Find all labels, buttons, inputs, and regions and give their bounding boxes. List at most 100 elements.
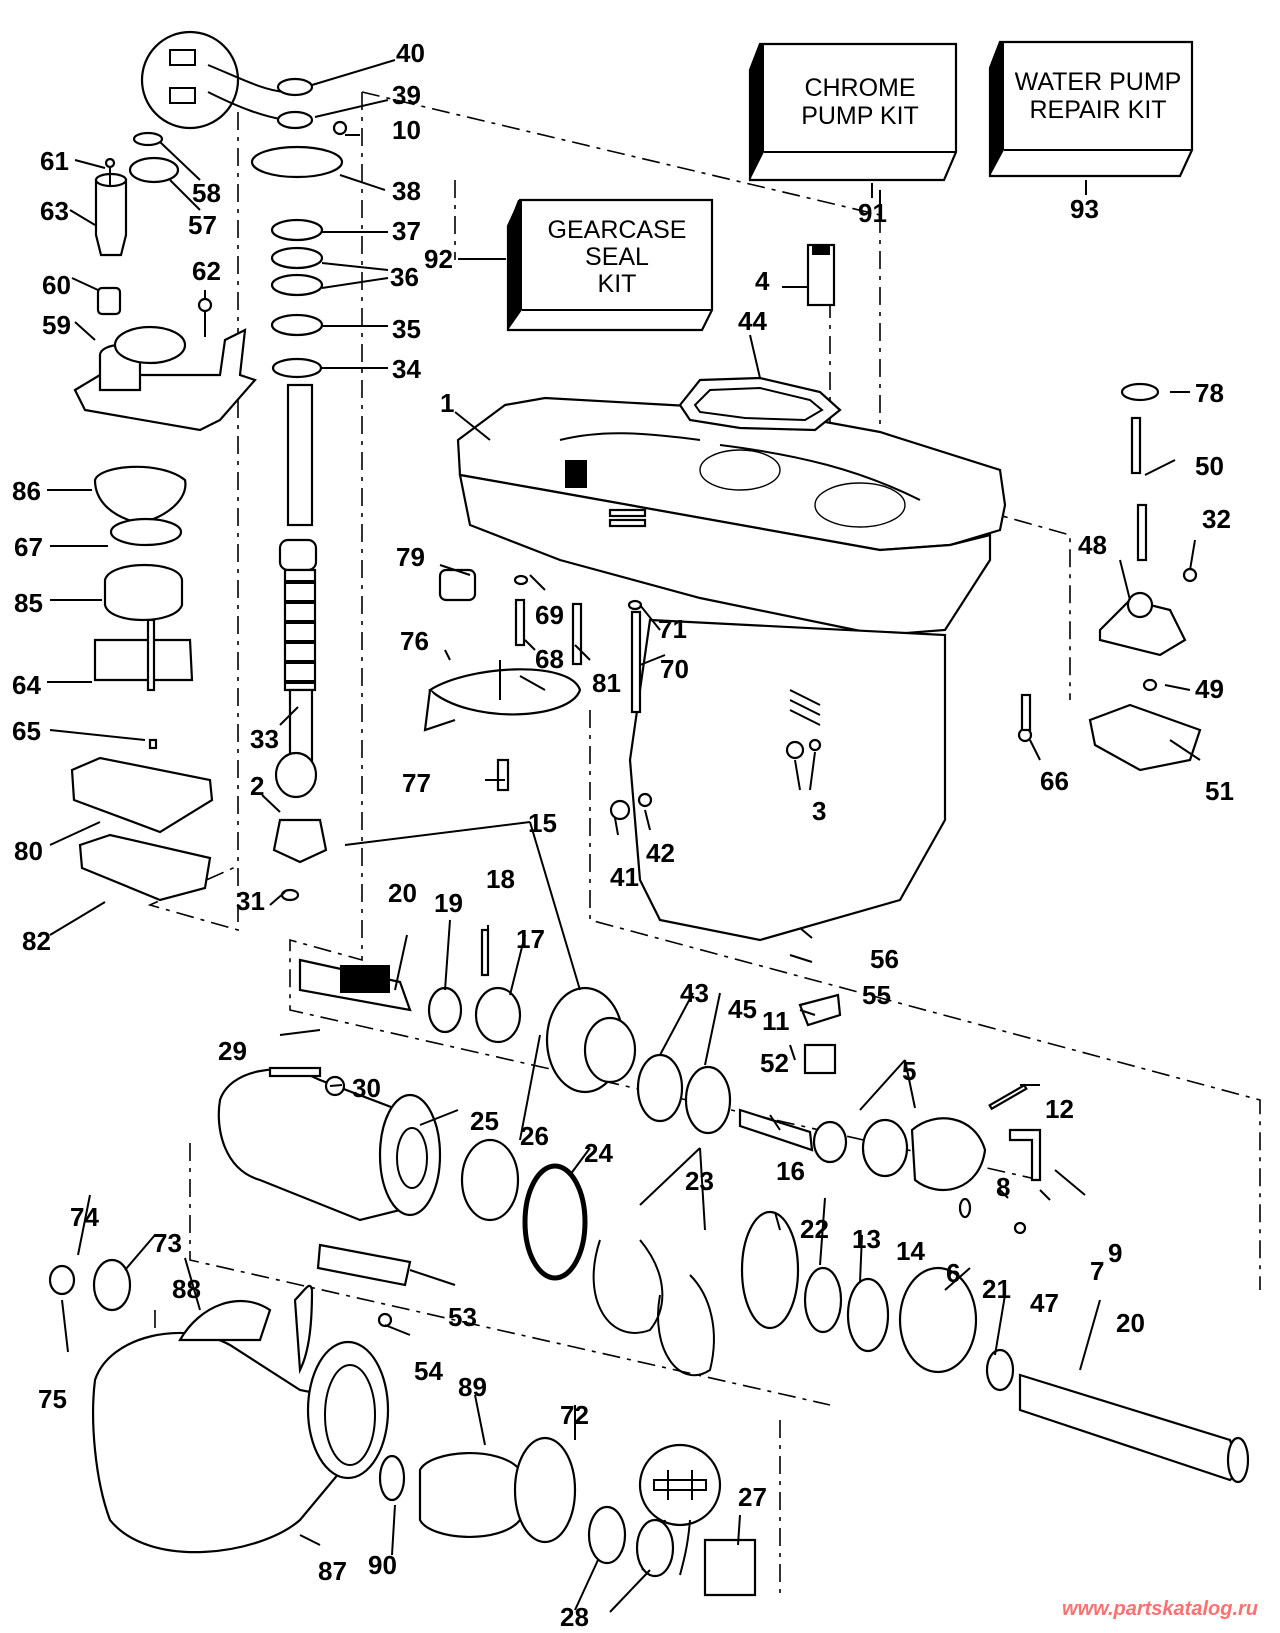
part-label-1: 1 — [440, 388, 454, 418]
part-label-93: 93 — [1070, 194, 1099, 224]
part-label-68: 68 — [535, 644, 564, 674]
part-label-56: 56 — [870, 944, 899, 974]
kit-text: PUMP KIT — [801, 102, 919, 130]
part-label-92: 92 — [424, 244, 453, 274]
part-label-29: 29 — [218, 1036, 247, 1066]
part-label-33: 33 — [250, 724, 279, 754]
part-label-78: 78 — [1195, 378, 1224, 408]
part-label-12: 12 — [1045, 1094, 1074, 1124]
part-label-53: 53 — [448, 1302, 477, 1332]
kit-box-chrome-pump: CHROME PUMP KIT — [748, 42, 958, 198]
kit-text: KIT — [598, 270, 637, 298]
part-label-45: 45 — [728, 994, 757, 1024]
part-label-66: 66 — [1040, 766, 1069, 796]
part-label-4: 4 — [755, 266, 770, 296]
kit-box-gearcase-seal: GEARCASE SEAL KIT — [458, 198, 714, 332]
part-label-87: 87 — [318, 1556, 347, 1586]
part-label-86: 86 — [12, 476, 41, 506]
part-label-85: 85 — [14, 588, 43, 618]
kit-box-water-pump-repair: WATER PUMP REPAIR KIT — [988, 40, 1194, 195]
part-label-23: 23 — [685, 1166, 714, 1196]
part-label-34: 34 — [392, 354, 421, 384]
kit-text: REPAIR KIT — [1029, 96, 1166, 124]
gearcase-housing — [456, 396, 1007, 942]
part-label-37: 37 — [392, 216, 421, 246]
part-label-79: 79 — [396, 542, 425, 572]
water-tube-parts — [94, 131, 213, 337]
part-label-20: 20 — [388, 878, 417, 908]
seal-stack — [250, 77, 348, 902]
drive-shaft — [278, 383, 318, 762]
part-label-40: 40 — [396, 38, 425, 68]
part-label-80: 80 — [14, 836, 43, 866]
top-gasket-and-filter — [678, 243, 842, 432]
part-label-42: 42 — [646, 838, 675, 868]
leader-lines — [47, 59, 1201, 1613]
part-label-22: 22 — [800, 1214, 829, 1244]
part-label-13: 13 — [852, 1224, 881, 1254]
part-label-2: 2 — [250, 771, 264, 801]
part-label-59: 59 — [42, 310, 71, 340]
part-label-28: 28 — [560, 1602, 589, 1632]
shift-rod-parts — [1017, 382, 1202, 772]
part-label-50: 50 — [1195, 451, 1224, 481]
part-label-48: 48 — [1078, 530, 1107, 560]
part-label-76: 76 — [400, 626, 429, 656]
part-label-57: 57 — [188, 210, 217, 240]
part-label-41: 41 — [610, 862, 639, 892]
part-label-15: 15 — [528, 808, 557, 838]
part-label-6: 6 — [946, 1258, 960, 1288]
kit-text: SEAL — [585, 243, 649, 271]
propeller-assembly — [48, 1258, 757, 1597]
part-label-61: 61 — [40, 146, 69, 176]
bearing-housing — [217, 1066, 1250, 1484]
impeller-stack — [70, 465, 214, 902]
part-label-72: 72 — [560, 1400, 589, 1430]
part-label-65: 65 — [12, 716, 41, 746]
part-label-82: 82 — [22, 926, 51, 956]
part-label-20b: 20 — [1116, 1308, 1145, 1338]
part-label-27: 27 — [738, 1482, 767, 1512]
part-label-55: 55 — [862, 980, 891, 1010]
part-label-39: 39 — [392, 80, 421, 110]
part-label-18: 18 — [486, 864, 515, 894]
part-label-77: 77 — [402, 768, 431, 798]
part-label-14: 14 — [896, 1236, 925, 1266]
part-label-17: 17 — [516, 924, 545, 954]
gear-train — [298, 928, 1042, 1235]
part-label-10: 10 — [392, 115, 421, 145]
part-label-74: 74 — [70, 1202, 99, 1232]
part-label-51: 51 — [1205, 776, 1234, 806]
part-label-8: 8 — [996, 1172, 1010, 1202]
part-label-71: 71 — [658, 614, 687, 644]
part-label-26: 26 — [520, 1121, 549, 1151]
part-label-43: 43 — [680, 978, 709, 1008]
part-label-47: 47 — [1030, 1288, 1059, 1318]
kit-text: WATER PUMP — [1015, 68, 1182, 96]
part-label-44: 44 — [738, 306, 767, 336]
part-label-58: 58 — [192, 178, 221, 208]
part-label-11: 11 — [762, 1006, 790, 1036]
part-label-38: 38 — [392, 176, 421, 206]
anode-and-fasteners — [423, 568, 822, 821]
watermark-url: www.partskatalog.ru — [1062, 1598, 1258, 1620]
part-label-75: 75 — [38, 1384, 67, 1414]
kit-text: GEARCASE — [548, 216, 687, 244]
part-label-35: 35 — [392, 314, 421, 344]
part-labels: 40 39 10 38 37 36 35 34 61 58 57 63 60 6… — [12, 38, 1234, 1632]
part-label-81: 81 — [592, 668, 621, 698]
part-label-7: 7 — [1090, 1256, 1104, 1286]
part-label-67: 67 — [14, 532, 43, 562]
part-label-63: 63 — [40, 196, 69, 226]
part-label-19: 19 — [434, 888, 463, 918]
part-label-32: 32 — [1202, 504, 1231, 534]
part-label-24: 24 — [584, 1138, 613, 1168]
part-label-9: 9 — [1108, 1238, 1122, 1268]
part-label-91: 91 — [858, 198, 887, 228]
part-label-52: 52 — [760, 1048, 789, 1078]
kit-text: CHROME — [804, 74, 915, 102]
part-label-70: 70 — [660, 654, 689, 684]
part-label-62: 62 — [192, 256, 221, 286]
